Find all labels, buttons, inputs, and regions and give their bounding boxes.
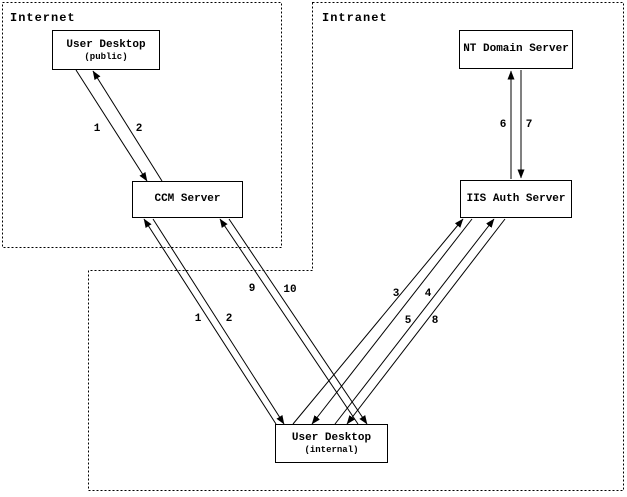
edge-step-label-2: 2 [226, 313, 233, 325]
node-nt-domain-server: NT Domain Server [459, 30, 573, 69]
edge-8-iis-auth-server-to-user-desktop-internal [346, 218, 506, 425]
node-user-desktop-public: User Desktop (public) [52, 30, 160, 70]
edge-1-user-desktop-public-to-ccm-server [75, 69, 148, 182]
edge-2-ccm-server-to-user-desktop-public [92, 70, 163, 182]
node-sublabel: (internal) [304, 445, 359, 455]
edge-step-label-2: 2 [136, 123, 143, 135]
node-label: User Desktop [66, 38, 146, 51]
edge-2-ccm-server-to-user-desktop-internal [152, 218, 285, 425]
edge-step-label-10: 10 [283, 284, 296, 296]
edge-4-iis-auth-server-to-user-desktop-internal [311, 218, 473, 425]
node-label: IIS Auth Server [466, 192, 566, 205]
edge-step-label-9: 9 [249, 283, 256, 295]
node-ccm-server: CCM Server [132, 181, 243, 218]
edge-step-label-3: 3 [393, 288, 400, 300]
edge-1-user-desktop-internal-to-ccm-server [143, 218, 277, 425]
edge-step-label-7: 7 [526, 119, 533, 131]
internet-zone-label: Internet [10, 11, 76, 25]
intranet-zone-border [88, 2, 624, 491]
node-label: CCM Server [154, 193, 221, 205]
edge-step-label-6: 6 [500, 119, 507, 131]
edge-step-label-1: 1 [195, 313, 202, 325]
edge-step-label-8: 8 [432, 315, 439, 327]
edge-5-user-desktop-internal-to-iis-auth-server [334, 218, 495, 425]
edge-step-label-1: 1 [94, 123, 101, 135]
edge-10-ccm-server-to-user-desktop-internal [228, 218, 368, 425]
intranet-zone-label: Intranet [322, 11, 388, 25]
node-iis-auth-server: IIS Auth Server [460, 180, 572, 218]
edge-9-user-desktop-internal-to-ccm-server [219, 218, 359, 425]
node-sublabel: (public) [84, 51, 128, 62]
internet-zone-border [2, 2, 282, 248]
edge-step-label-5: 5 [405, 315, 412, 327]
edge-3-user-desktop-internal-to-iis-auth-server [292, 218, 464, 425]
node-user-desktop-internal: User Desktop (internal) [275, 424, 388, 463]
node-label: NT Domain Server [463, 43, 569, 55]
node-label: User Desktop [291, 432, 372, 444]
edge-step-label-4: 4 [425, 288, 432, 300]
